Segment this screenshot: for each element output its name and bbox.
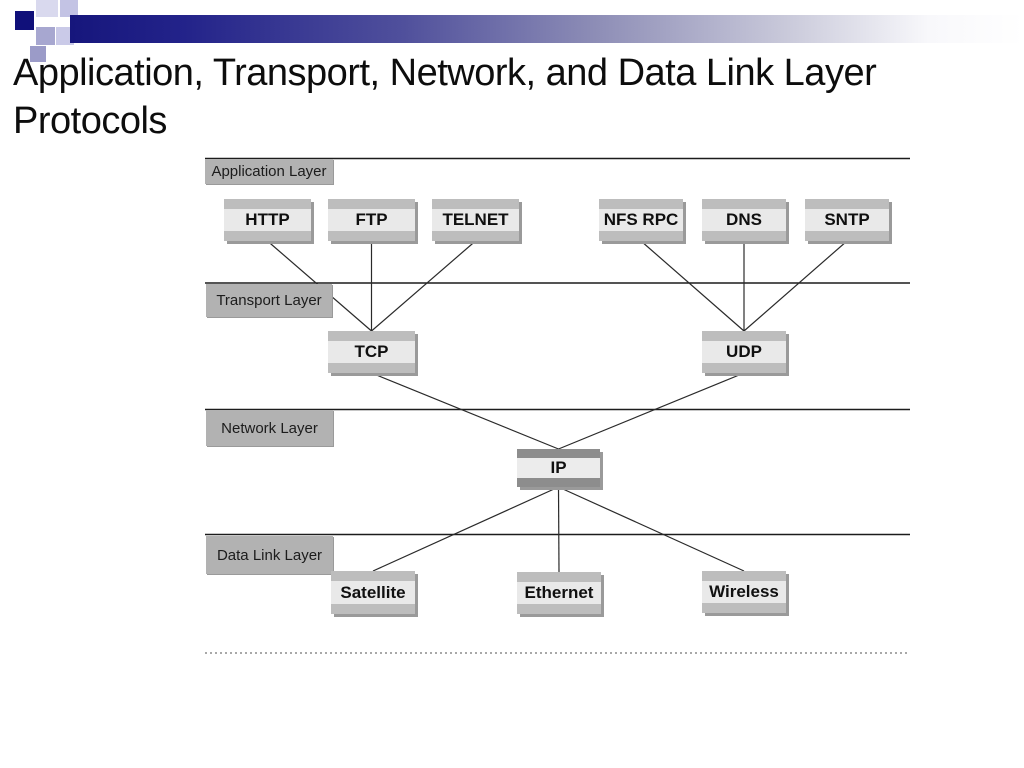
decor-square-1: [36, 0, 58, 17]
node-tcp: TCP: [328, 331, 415, 373]
node-wireless: Wireless: [702, 571, 786, 613]
decor-square-5: [56, 27, 74, 45]
decor-square-6: [30, 46, 46, 62]
slide-title: Application, Transport, Network, and Dat…: [13, 50, 1003, 146]
title-gradient-bar: [70, 15, 1024, 43]
slide-title-line1: Application, Transport, Network, and Dat…: [13, 52, 877, 94]
node-nfs-rpc: NFS RPC: [599, 199, 683, 241]
node-ip: IP: [517, 449, 600, 487]
node-http: HTTP: [224, 199, 311, 241]
layer-label-transport: Transport Layer: [206, 284, 332, 317]
slide-title-line2: Protocols: [13, 99, 167, 142]
layer-label-data-link: Data Link Layer: [206, 536, 333, 574]
node-dns: DNS: [702, 199, 786, 241]
node-ftp: FTP: [328, 199, 415, 241]
node-ethernet: Ethernet: [517, 572, 601, 614]
node-udp: UDP: [702, 331, 786, 373]
layer-label-application: Application Layer: [205, 159, 333, 184]
decor-square-3: [15, 11, 34, 30]
node-telnet: TELNET: [432, 199, 519, 241]
node-sntp: SNTP: [805, 199, 889, 241]
decor-square-2: [60, 0, 78, 17]
layer-label-network: Network Layer: [206, 410, 333, 446]
decor-square-4: [36, 27, 55, 45]
node-satellite: Satellite: [331, 571, 415, 614]
